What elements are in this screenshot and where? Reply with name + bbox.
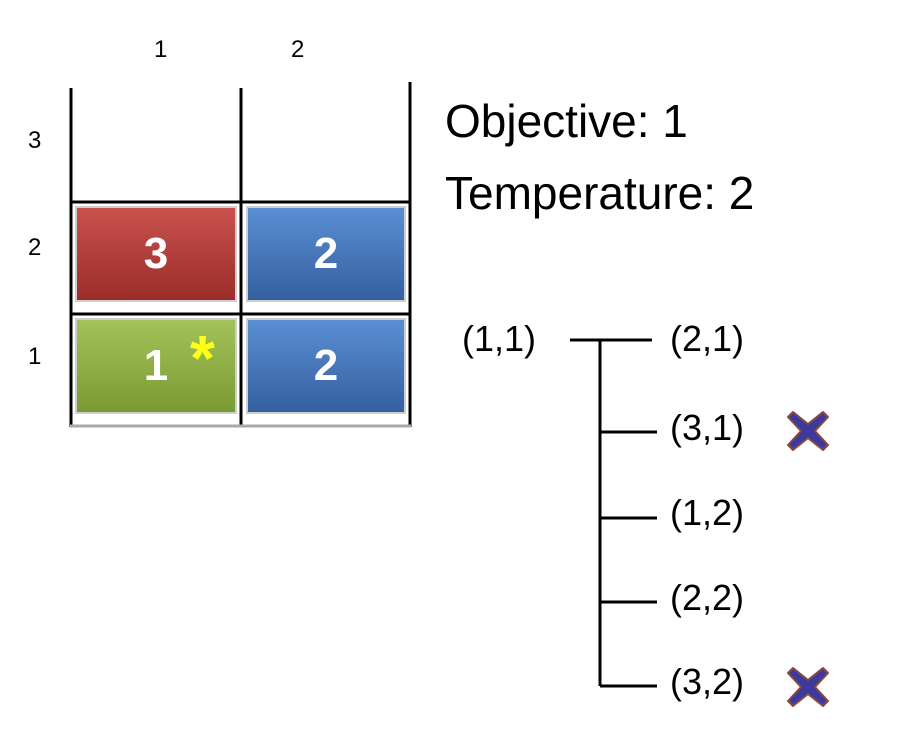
objective-text: Objective: 1 bbox=[445, 95, 688, 147]
tile-row2-col2: 2 bbox=[246, 206, 406, 302]
row-label-2: 2 bbox=[28, 234, 42, 261]
x-mark-icon bbox=[787, 411, 829, 451]
row-label-1: 1 bbox=[28, 343, 42, 370]
star-marker: * bbox=[190, 322, 215, 394]
tree-child-node-3: (1,2) bbox=[670, 492, 745, 533]
tree-child-node-2: (3,1) bbox=[670, 407, 745, 448]
temperature-text: Temperature: 2 bbox=[445, 167, 755, 219]
column-label-1: 1 bbox=[154, 36, 168, 63]
tile-row1-col2: 2 bbox=[246, 318, 406, 414]
column-label-2: 2 bbox=[291, 36, 305, 63]
x-mark-icon bbox=[787, 667, 829, 707]
tree-child-node-1: (2,1) bbox=[670, 318, 745, 359]
tile-row2-col1: 3 bbox=[75, 206, 237, 302]
tree-child-node-4: (2,2) bbox=[670, 577, 745, 618]
row-label-3: 3 bbox=[28, 127, 42, 154]
tile-row1-col1: 1 bbox=[75, 318, 237, 414]
tree-root-node: (1,1) bbox=[462, 318, 537, 359]
tree-child-node-5: (3,2) bbox=[670, 661, 745, 702]
